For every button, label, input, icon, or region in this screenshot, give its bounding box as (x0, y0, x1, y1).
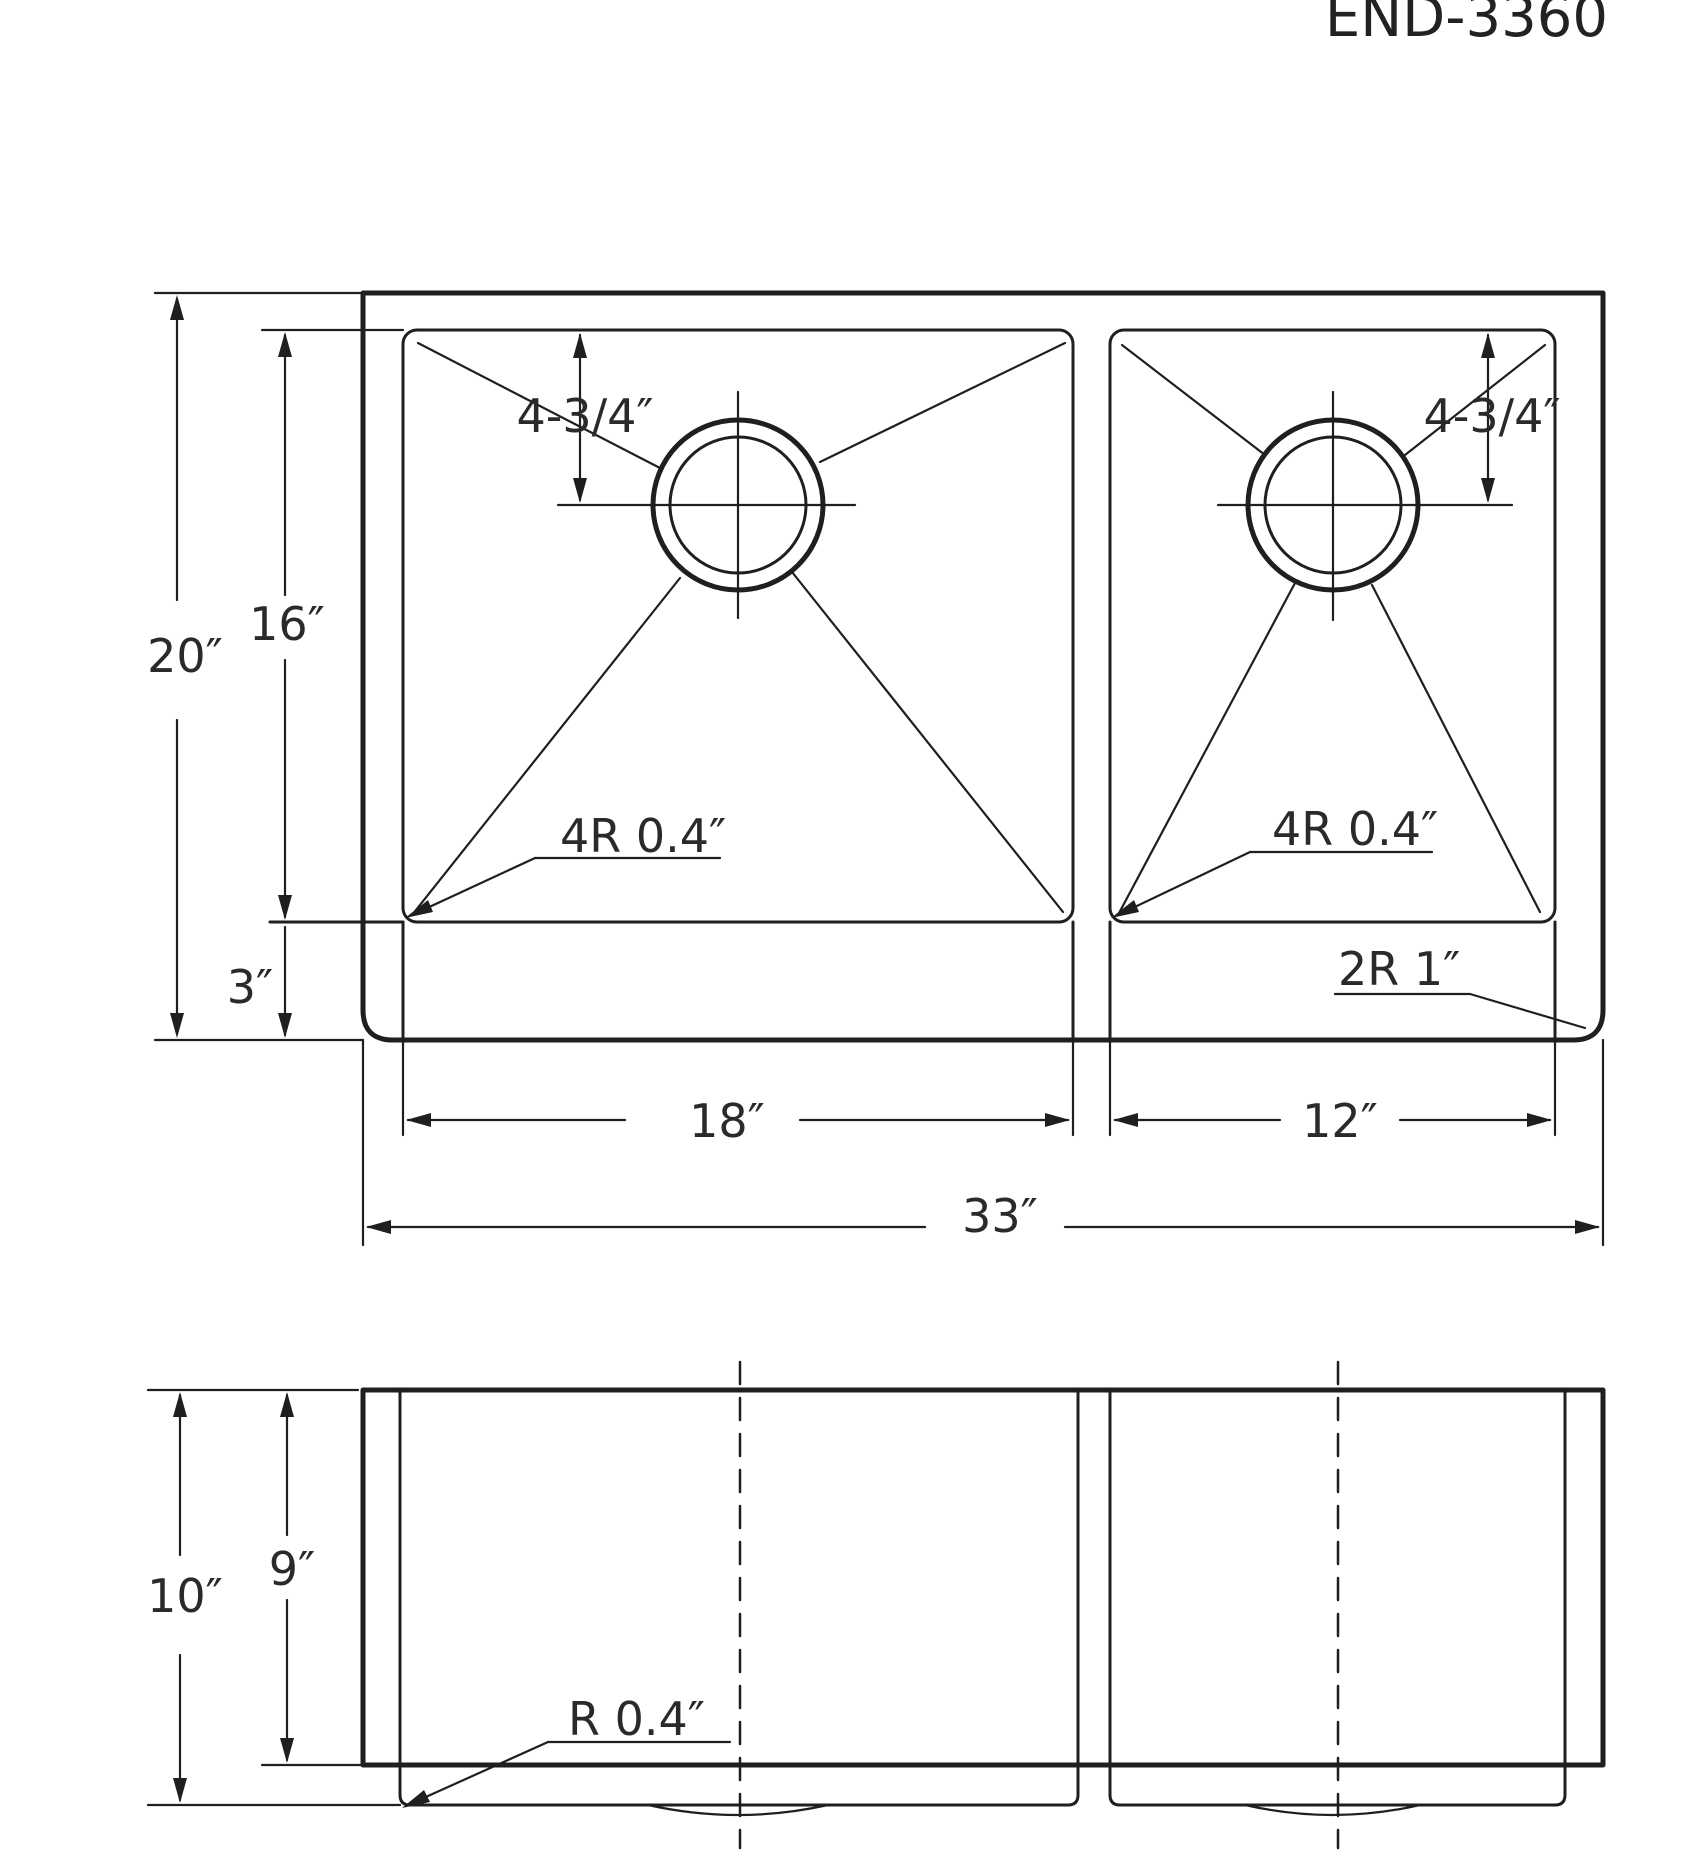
right-drain-offset-arrow-top (1481, 333, 1495, 358)
left-corner-radius-label: 4R 0.4″ (560, 809, 726, 863)
left-slope-line-bl (410, 576, 682, 917)
overall-depth-label: 20″ (147, 629, 223, 683)
sink-outer-outline (360, 290, 1606, 1043)
bottom-radius-label: R 0.4″ (568, 1692, 705, 1746)
side-right-drain (1243, 1803, 1422, 1817)
side-flange-outline (360, 1387, 1606, 1768)
right-slope-line-tr (1403, 343, 1547, 457)
right-drain-offset-arrow-bottom (1481, 478, 1495, 503)
top-view: 20″ 16″ 3″ 4-3/4″ 4-3/4″ 4R 0.4″ 4R 0.4″ (147, 290, 1606, 1247)
side-left-drain (646, 1803, 830, 1817)
front-ledge-label: 3″ (227, 960, 273, 1014)
overall-width-arrow-left (366, 1220, 391, 1234)
right-slope-line-tl (1120, 343, 1267, 457)
outer-radius-leader-line (1468, 992, 1587, 1030)
side-height-arrow-bottom (173, 1778, 187, 1803)
right-drain-offset-label: 4-3/4″ (1423, 389, 1560, 443)
model-number: END-3360 (1325, 0, 1608, 50)
left-bowl-width-arrow-right (1045, 1113, 1070, 1127)
right-corner-radius-label: 4R 0.4″ (1272, 802, 1438, 856)
right-bowl-width-arrow-left (1113, 1113, 1138, 1127)
overall-depth-arrow-bottom (170, 1013, 184, 1038)
left-slope-line-br (790, 570, 1065, 914)
right-slope-line-bl (1116, 581, 1297, 917)
outer-corner-radius-label: 2R 1″ (1338, 942, 1460, 996)
right-radius-leader-line (1116, 850, 1252, 917)
side-height-arrow-top (173, 1392, 187, 1417)
side-bowl-height-arrow-top (280, 1392, 294, 1417)
right-bowl-width-arrow-right (1527, 1113, 1552, 1127)
overall-depth-arrow-top (170, 295, 184, 320)
overall-height-label: 10″ (147, 1569, 223, 1623)
ledge-arrow-bottom (278, 1013, 292, 1038)
left-radius-arrow (405, 900, 433, 918)
right-slope-line-br (1370, 583, 1542, 914)
right-radius-arrow (1111, 900, 1139, 918)
bowl-depth-arrow-bottom (278, 895, 292, 920)
right-bowl-width-label: 12″ (1302, 1094, 1378, 1148)
left-drain-offset-label: 4-3/4″ (516, 389, 653, 443)
overall-width-arrow-right (1575, 1220, 1600, 1234)
left-drain-offset-arrow-bottom (573, 478, 587, 503)
left-bowl-width-arrow-left (406, 1113, 431, 1127)
bowl-depth-arrow-top (278, 332, 292, 357)
side-radius-leader-line (406, 1740, 550, 1807)
right-bowl-outline (1108, 328, 1557, 924)
left-bowl-outline (401, 328, 1075, 924)
left-slope-line-tr (818, 341, 1067, 464)
bowl-height-label: 9″ (269, 1542, 315, 1596)
overall-width-label: 33″ (962, 1189, 1038, 1243)
bowl-depth-label: 16″ (249, 597, 325, 651)
side-bowl-height-arrow-bottom (280, 1738, 294, 1763)
left-bowl-width-label: 18″ (689, 1094, 765, 1148)
side-view: 10″ 9″ R 0.4″ (146, 1360, 1606, 1850)
left-slope-line-tl (416, 341, 662, 470)
left-radius-leader-line (410, 856, 537, 917)
left-drain-offset-arrow-top (573, 333, 587, 358)
side-radius-arrow (402, 1790, 430, 1808)
